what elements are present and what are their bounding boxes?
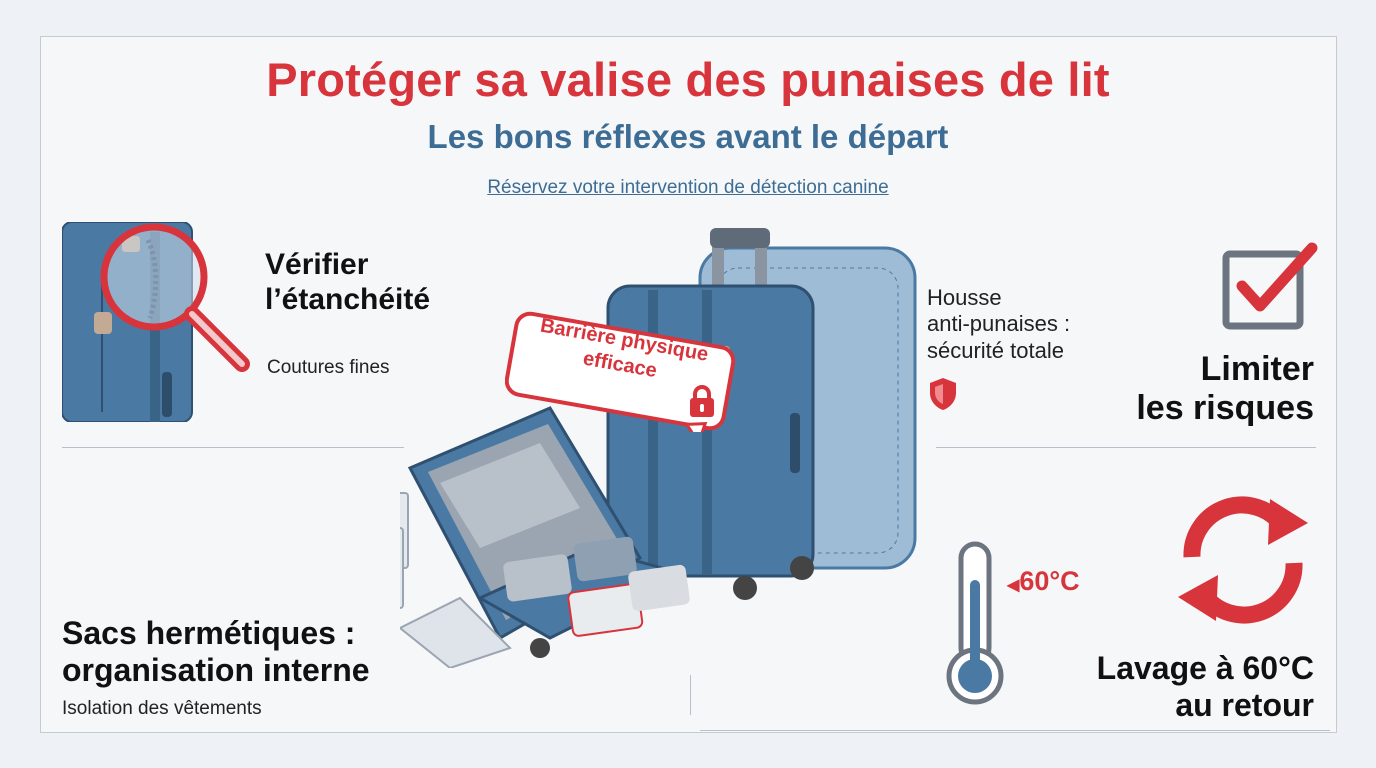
check-title-line1: Vérifier <box>265 248 369 281</box>
cover-line3: sécurité totale <box>927 337 1064 363</box>
refresh-cycle-icon <box>1178 496 1308 624</box>
cover-line2: anti-punaises : <box>927 311 1071 337</box>
lock-icon <box>690 385 714 417</box>
check-title: Vérifier l’étanchéité <box>265 248 430 317</box>
bags-title: Sacs hermétiques : organisation interne <box>62 615 370 689</box>
page-title: Protéger sa valise des punaises de lit <box>266 53 1110 106</box>
booking-link[interactable]: Réservez votre intervention de détection… <box>487 177 889 198</box>
check-title-line2: l’étanchéité <box>265 282 431 316</box>
check-caption: Coutures fines <box>267 357 390 378</box>
divider-vertical <box>690 675 691 715</box>
security-badge: Barrière physique efficace <box>505 310 735 432</box>
limit-title: Limiter les risques <box>1100 350 1314 428</box>
divider-right <box>936 447 1316 448</box>
shield-icon <box>930 378 956 410</box>
bags-title-line1: Sacs hermétiques : <box>62 615 356 651</box>
wash-line1: Lavage à 60°C <box>1096 650 1314 686</box>
checkbox-icon <box>1222 242 1318 330</box>
bags-title-line2: organisation interne <box>62 651 370 688</box>
cover-text: Housse anti-punaises : sécurité totale <box>927 285 1070 364</box>
divider-bottom <box>700 730 1330 731</box>
bags-caption: Isolation des vêtements <box>62 698 262 719</box>
limit-line1: Limiter <box>1200 350 1314 388</box>
wash-line2: au retour <box>1175 686 1314 723</box>
suitcases-illustration <box>400 228 917 668</box>
temperature-value: 60°C <box>1019 566 1080 596</box>
thermometer-icon <box>946 541 1004 705</box>
booking-link-wrapper: Réservez votre intervention de détection… <box>0 177 1376 199</box>
cover-line1: Housse <box>927 285 1002 310</box>
limit-line2: les risques <box>1136 389 1314 428</box>
page-subtitle: Les bons réflexes avant le départ <box>427 118 949 155</box>
wash-title: Lavage à 60°C au retour <box>1040 650 1314 724</box>
magnifier-icon <box>62 222 250 422</box>
temperature-label: ◀60°C <box>1007 566 1080 596</box>
divider-left <box>62 447 404 448</box>
